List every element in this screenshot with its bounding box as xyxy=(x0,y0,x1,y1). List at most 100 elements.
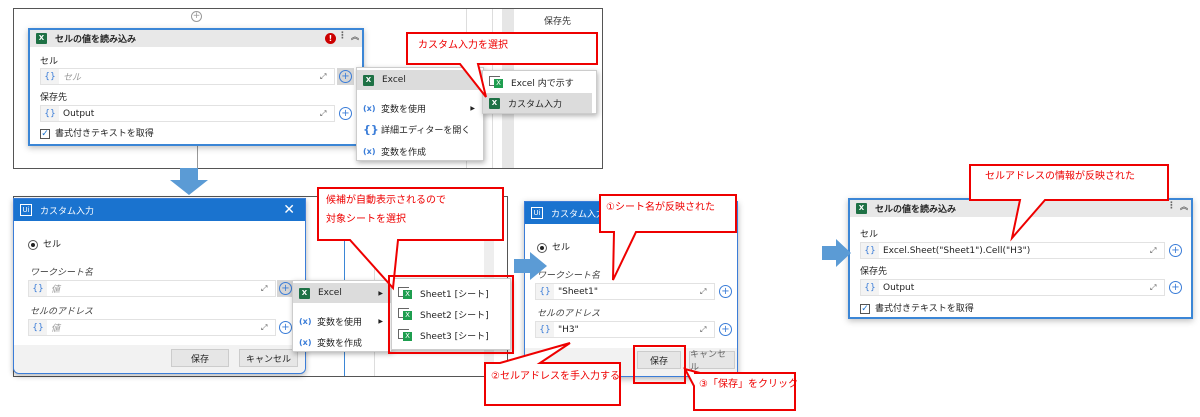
plus-icon[interactable]: + xyxy=(339,107,352,120)
menu-item-open-editor[interactable]: {}詳細エディターを開く xyxy=(363,122,471,136)
save-to-input[interactable]: {}Output⤢ xyxy=(40,105,335,122)
callout-text: ①シート名が反映された xyxy=(606,202,715,213)
cell-address-input[interactable]: {}"H3"⤢ xyxy=(535,321,715,338)
sheet-item[interactable]: Sheet2 [シート] xyxy=(392,304,510,324)
callout-text: 候補が自動表示されるので xyxy=(326,195,446,206)
cell-input[interactable]: {}Excel.Sheet("Sheet1").Cell("H3")⤢ xyxy=(860,242,1165,259)
braces-icon: {} xyxy=(44,108,56,119)
variable-icon: (x) xyxy=(363,103,376,113)
cancel-button[interactable]: キャンセル xyxy=(239,349,298,367)
expand-icon[interactable]: ⤢ xyxy=(700,284,714,299)
braces-icon: {} xyxy=(539,324,551,335)
expand-icon[interactable]: ⤢ xyxy=(261,281,275,296)
menu-item-create-variable[interactable]: (x)変数を作成 xyxy=(299,337,363,349)
braces-icon: {} xyxy=(864,282,876,293)
variable-icon: (x) xyxy=(299,316,312,326)
sheet-name-input[interactable]: {}"Sheet1"⤢ xyxy=(535,283,715,300)
expand-icon[interactable]: ⤢ xyxy=(261,320,275,335)
braces-icon: {} xyxy=(363,122,379,136)
sheet-item[interactable]: Sheet3 [シート] xyxy=(392,325,510,345)
close-icon[interactable]: ✕ xyxy=(283,202,295,218)
plus-icon[interactable]: + xyxy=(339,70,352,83)
show-in-excel-icon xyxy=(489,76,503,88)
braces-icon: {} xyxy=(32,322,44,333)
cell-address-input[interactable]: {}値⤢ xyxy=(28,319,276,336)
add-activity-icon[interactable]: + xyxy=(191,11,202,22)
cell-radio[interactable]: セル xyxy=(28,237,61,250)
save-button[interactable]: 保存 xyxy=(637,351,681,369)
cell-label: セル xyxy=(40,57,59,67)
braces-icon: {} xyxy=(32,283,44,294)
sheet-item[interactable]: Sheet1 [シート] xyxy=(392,283,510,303)
expand-icon[interactable]: ⤢ xyxy=(1150,243,1164,258)
plus-icon[interactable]: + xyxy=(279,282,292,295)
save-button[interactable]: 保存 xyxy=(171,349,229,367)
dialog-title: カスタム入力 xyxy=(551,209,606,220)
menu-item-use-variable[interactable]: (x)変数を使用▶ xyxy=(363,103,475,115)
checkbox-checked-icon[interactable]: ✓ xyxy=(40,128,50,139)
plus-icon[interactable]: + xyxy=(279,321,292,334)
more-icon[interactable]: ⋮ xyxy=(338,31,347,41)
sheet-name-input[interactable]: {}値⤢ xyxy=(28,280,276,297)
sheet-submenu: Sheet1 [シート] Sheet2 [シート] Sheet3 [シート] xyxy=(391,278,511,350)
uipath-logo-icon: Ui xyxy=(20,204,32,216)
error-icon: ! xyxy=(325,33,336,44)
menu-item-show-in-excel[interactable]: Excel 内で示す xyxy=(483,72,596,92)
more-icon[interactable]: ⋮ xyxy=(1167,201,1176,211)
excel-icon: X xyxy=(363,74,374,86)
expand-icon[interactable]: ⤢ xyxy=(320,106,334,121)
callout-text: セルアドレスの情報が反映された xyxy=(985,171,1135,182)
close-icon[interactable]: ✕ xyxy=(715,205,727,221)
activity-title: セルの値を読み込み xyxy=(55,35,137,45)
down-arrow-icon xyxy=(170,168,208,195)
excel-icon: X xyxy=(36,33,47,44)
rich-text-checkbox[interactable]: ✓書式付きテキストを取得 xyxy=(40,128,154,139)
properties-save-to-label: 保存先 xyxy=(544,17,572,27)
plus-icon[interactable]: + xyxy=(719,323,732,336)
collapse-icon[interactable]: ︽ xyxy=(1180,202,1188,211)
expand-icon[interactable]: ⤢ xyxy=(700,322,714,337)
expand-icon[interactable]: ⤢ xyxy=(320,69,334,84)
dialog-footer: 保存 キャンセル xyxy=(14,345,305,373)
sheet-icon xyxy=(398,287,412,299)
braces-icon: {} xyxy=(864,245,876,256)
collapse-icon[interactable]: ︽ xyxy=(351,32,359,41)
cell-label: セル xyxy=(860,230,879,240)
plus-icon[interactable]: + xyxy=(1169,244,1182,257)
cell-radio[interactable]: セル xyxy=(537,240,570,253)
save-to-input[interactable]: {}Output⤢ xyxy=(860,279,1165,296)
cell-address-label: セルのアドレス xyxy=(30,307,94,317)
menu-item-use-variable[interactable]: (x)変数を使用▶ xyxy=(299,316,383,328)
sheet-name-label: ワークシート名 xyxy=(537,271,601,281)
variable-icon: (x) xyxy=(363,146,376,156)
variable-icon: (x) xyxy=(299,337,312,347)
callout-text: ②セルアドレスを手入力する xyxy=(491,371,620,382)
submenu-arrow-icon: ▶ xyxy=(378,317,383,325)
rich-text-checkbox[interactable]: ✓書式付きテキストを取得 xyxy=(860,303,974,314)
sheet-icon xyxy=(398,308,412,320)
right-arrow-icon xyxy=(822,239,851,267)
radio-selected-icon[interactable] xyxy=(28,239,38,250)
submenu-arrow-icon: ▶ xyxy=(470,104,475,112)
plus-icon[interactable]: + xyxy=(1169,281,1182,294)
cell-input[interactable]: {}セル⤢ xyxy=(40,68,335,85)
plus-icon[interactable]: + xyxy=(719,285,732,298)
uipath-logo-icon: Ui xyxy=(531,207,543,219)
cancel-button[interactable]: キャンセル xyxy=(689,350,735,373)
radio-selected-icon[interactable] xyxy=(537,242,547,253)
menu-item-create-variable[interactable]: (x)変数を作成 xyxy=(363,146,427,158)
checkbox-checked-icon[interactable]: ✓ xyxy=(860,303,870,314)
connector-line xyxy=(197,145,198,168)
sheet-name-label: ワークシート名 xyxy=(30,268,94,278)
expand-icon[interactable]: ⤢ xyxy=(1150,280,1164,295)
